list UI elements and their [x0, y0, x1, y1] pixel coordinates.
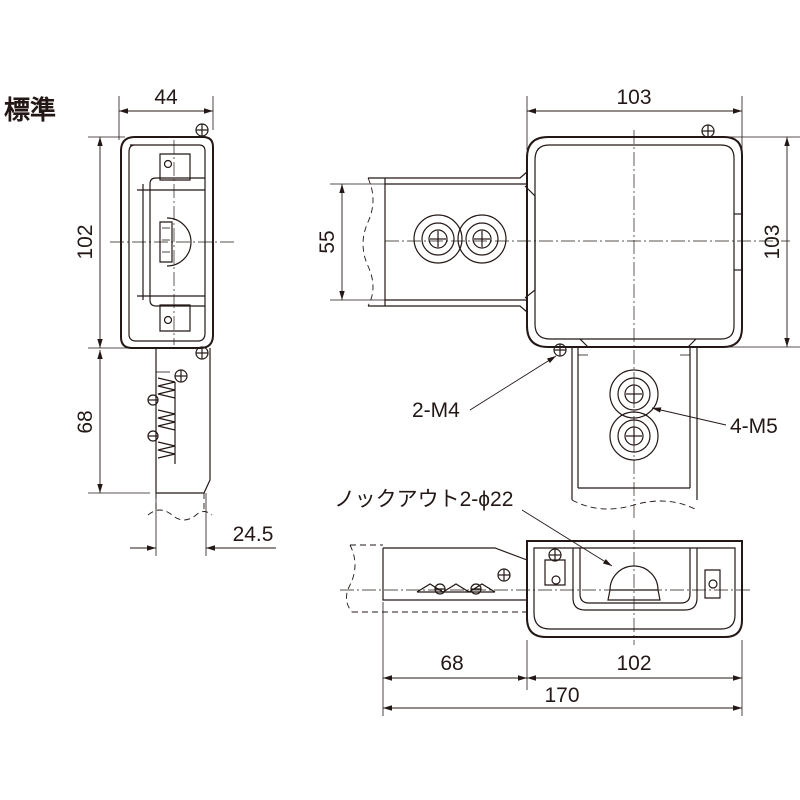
screw-icon — [147, 430, 159, 442]
leader-m4 — [469, 355, 557, 411]
dim-label-68-bottom: 68 — [440, 652, 463, 675]
screw-icon — [434, 583, 446, 595]
dim-label-68-left: 68 — [74, 410, 97, 433]
m5-boss-icon — [609, 411, 659, 461]
screw-icon — [195, 123, 209, 137]
screw-icon — [147, 394, 159, 406]
m5-boss-icon — [457, 214, 507, 264]
screw-icon — [553, 343, 567, 357]
m5-boss-icon — [413, 214, 463, 264]
dim-label-55: 55 — [316, 230, 339, 253]
dim-label-102-bottom: 102 — [616, 652, 651, 675]
screw-icon — [470, 583, 482, 595]
callout-m5: 4-M5 — [730, 415, 778, 438]
screw-icon — [701, 124, 715, 138]
dim-label-103-top: 103 — [616, 86, 651, 109]
dim-label-103-right: 103 — [761, 224, 784, 259]
m5-boss-icon — [609, 369, 659, 419]
dim-label-170: 170 — [544, 684, 579, 707]
dim-label-44: 44 — [154, 86, 178, 109]
front-view: 103 103 55 — [316, 86, 800, 520]
screw-icon — [497, 568, 511, 582]
leader-knockout — [521, 509, 613, 567]
callout-m4: 2-M4 — [412, 399, 460, 422]
plan-view: ノックアウト2-ϕ22 — [334, 488, 750, 716]
view-title: 標準 — [4, 95, 56, 126]
dim-label-24-5: 24.5 — [233, 523, 274, 546]
screw-icon — [548, 548, 562, 562]
left-side-view: 44 102 68 24.5 — [74, 86, 276, 556]
screw-icon — [195, 346, 209, 360]
callout-knockout: ノックアウト2-ϕ22 — [334, 488, 513, 511]
leader-m5 — [651, 407, 727, 426]
dim-label-102-left: 102 — [74, 224, 97, 259]
